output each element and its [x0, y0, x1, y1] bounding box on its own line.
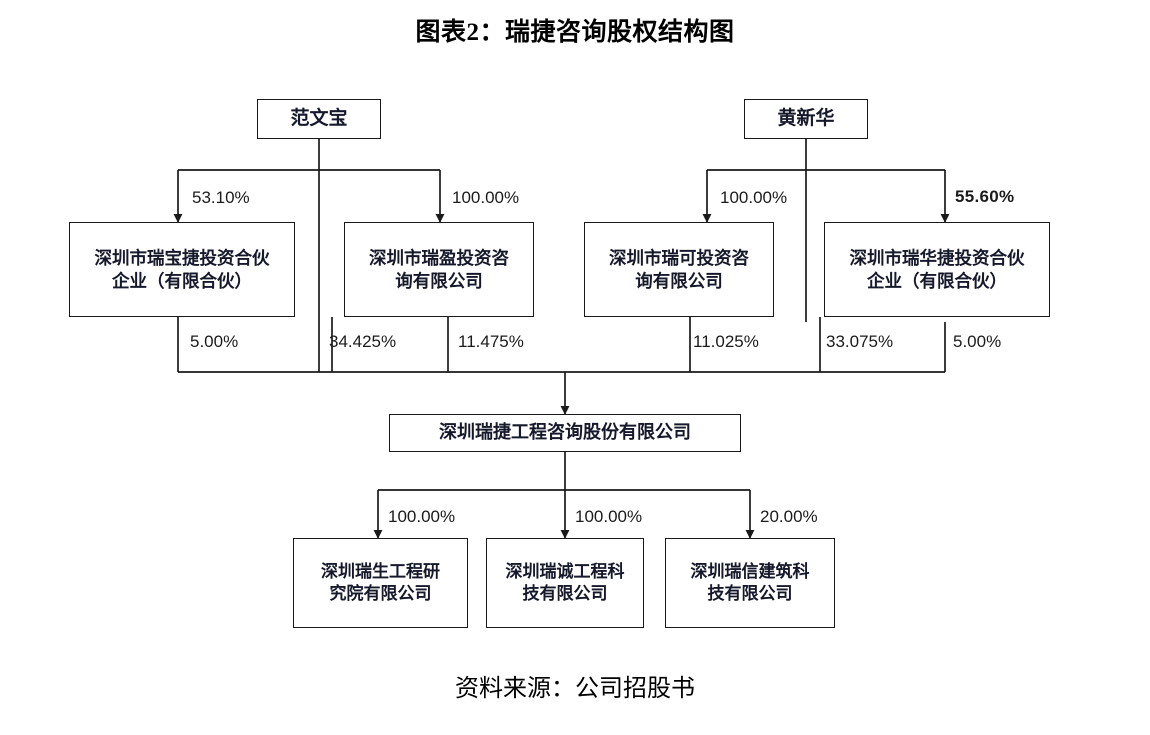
edge-label-core-s2: 100.00% — [575, 507, 643, 526]
node-person-right-label: 黄新华 — [777, 107, 835, 129]
edge-label-p2-core: 5.00% — [953, 332, 1002, 351]
edge-label-core-s1: 100.00% — [388, 507, 456, 526]
node-holder-2-label: 深圳市瑞盈投资咨 询有限公司 — [369, 248, 509, 291]
node-person-right[interactable]: 黄新华 — [744, 99, 868, 139]
node-holder-1-label: 深圳市瑞宝捷投资合伙 企业（有限合伙） — [94, 248, 270, 291]
edge-label-h2-core: 11.475% — [458, 332, 524, 351]
edge-label-p1-h1: 53.10% — [192, 188, 250, 207]
edge-label-p1-core: 5.00% — [190, 332, 239, 351]
node-holder-3-label: 深圳市瑞可投资咨 询有限公司 — [609, 248, 749, 291]
node-holder-4[interactable]: 深圳市瑞华捷投资合伙 企业（有限合伙） — [824, 222, 1050, 317]
edge-label-core-s3: 20.00% — [760, 507, 818, 526]
node-person-left[interactable]: 范文宝 — [257, 99, 381, 139]
node-subsidiary-3-label: 深圳瑞信建筑科 技有限公司 — [690, 562, 810, 603]
node-holder-2[interactable]: 深圳市瑞盈投资咨 询有限公司 — [344, 222, 534, 317]
edge-label-h3-core: 11.025% — [693, 332, 759, 351]
node-subsidiary-3[interactable]: 深圳瑞信建筑科 技有限公司 — [665, 538, 835, 628]
node-subsidiary-1-label: 深圳瑞生工程研 究院有限公司 — [321, 562, 440, 603]
node-person-left-label: 范文宝 — [290, 107, 348, 129]
node-holder-4-label: 深圳市瑞华捷投资合伙 企业（有限合伙） — [849, 248, 1025, 291]
node-holder-3[interactable]: 深圳市瑞可投资咨 询有限公司 — [584, 222, 774, 317]
node-subsidiary-1[interactable]: 深圳瑞生工程研 究院有限公司 — [293, 538, 468, 628]
page-title: 图表2：瑞捷咨询股权结构图 — [415, 19, 735, 46]
edge-label-h1-core: 34.425% — [329, 332, 397, 351]
node-subsidiary-2[interactable]: 深圳瑞诚工程科 技有限公司 — [486, 538, 644, 628]
source-note: 资料来源：公司招股书 — [455, 676, 695, 702]
node-holder-1[interactable]: 深圳市瑞宝捷投资合伙 企业（有限合伙） — [69, 222, 295, 317]
node-core-company-label: 深圳瑞捷工程咨询股份有限公司 — [439, 422, 691, 443]
edge-label-p2-h4: 55.60% — [955, 187, 1015, 206]
node-subsidiary-2-label: 深圳瑞诚工程科 技有限公司 — [505, 562, 625, 603]
edge-label-h4-core: 33.075% — [826, 332, 894, 351]
edge-label-p2-h3: 100.00% — [720, 188, 788, 207]
edge-label-p1-h2: 100.00% — [452, 188, 520, 207]
node-core-company[interactable]: 深圳瑞捷工程咨询股份有限公司 — [389, 414, 741, 452]
